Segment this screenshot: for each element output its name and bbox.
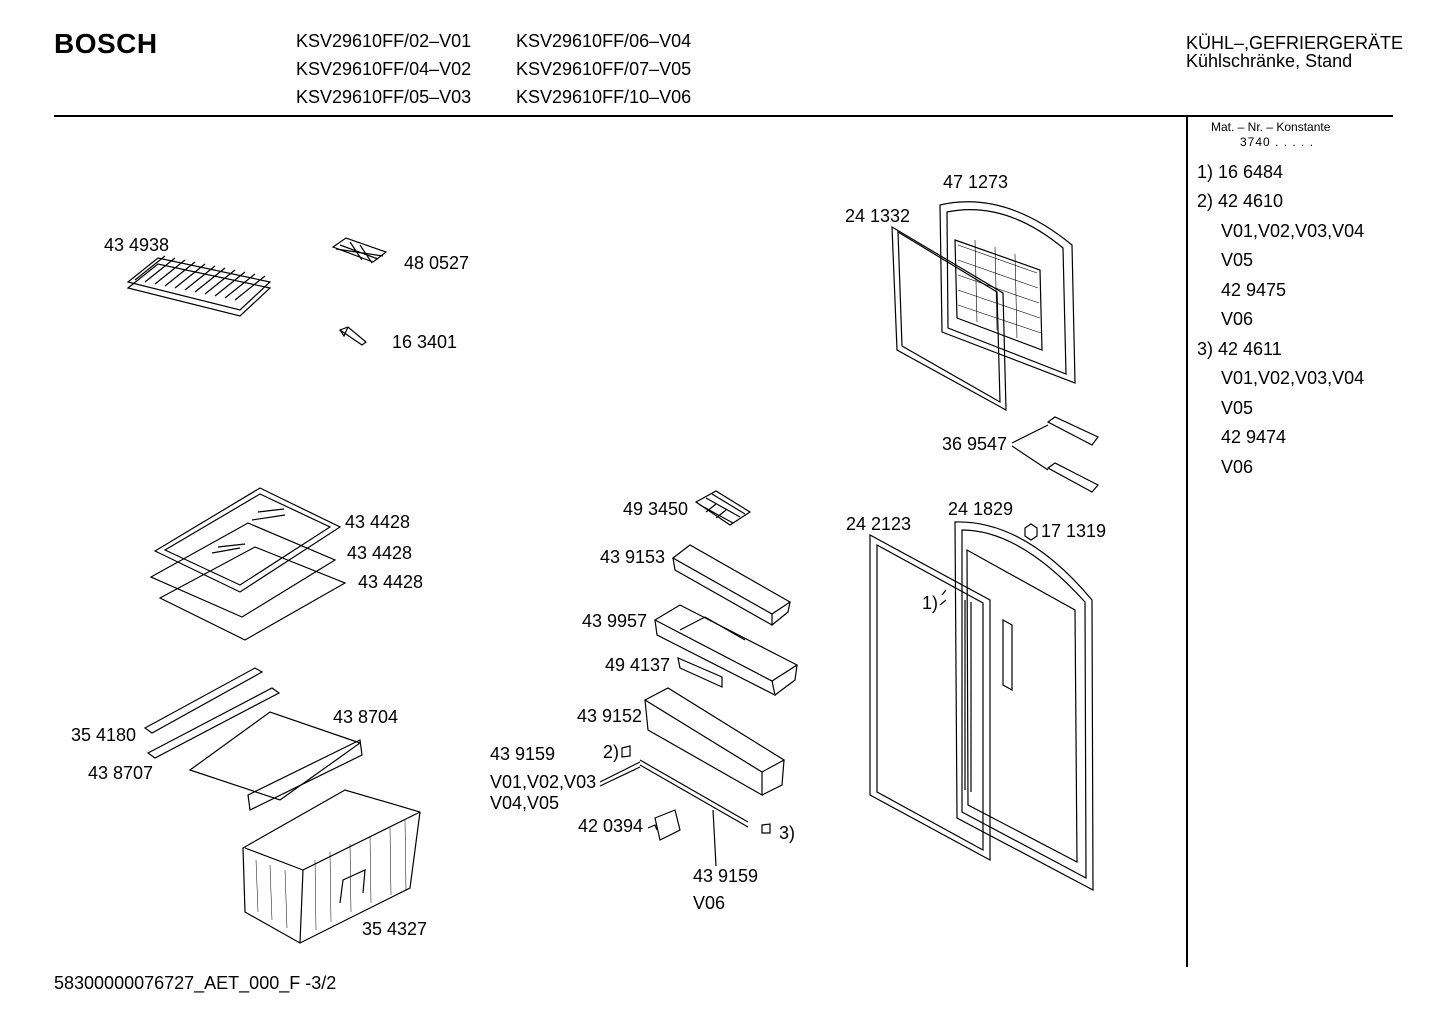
part-label: V04,V05 xyxy=(490,793,560,813)
part-label: 43 4428 xyxy=(347,543,413,563)
crisper-cover-drawing xyxy=(188,711,363,811)
part-label: 3) xyxy=(779,823,796,843)
model-number: KSV29610FF/10–V06 xyxy=(516,87,692,107)
part-label: 49 4137 xyxy=(605,655,671,675)
part-label: V01,V02,V03 xyxy=(490,772,597,792)
sidebar-entry: V01,V02,V03,V04 xyxy=(1221,221,1365,241)
part-label: 17 1319 xyxy=(1041,521,1107,541)
bottle-shelf-drawing xyxy=(671,544,792,627)
part-label: 42 0394 xyxy=(578,816,644,836)
part-label: 43 8704 xyxy=(333,707,399,727)
model-number: KSV29610FF/05–V03 xyxy=(296,87,472,107)
part-label: 43 9152 xyxy=(577,706,643,726)
sidebar-divider xyxy=(1186,117,1188,967)
door-gasket-drawing xyxy=(869,533,991,862)
sidebar-entry: 2) 42 4610 xyxy=(1197,191,1284,211)
part-label: 48 0527 xyxy=(404,253,470,273)
part-label: 43 8707 xyxy=(88,763,154,783)
model-number: KSV29610FF/07–V05 xyxy=(516,59,692,79)
support-rods-drawing xyxy=(599,759,749,867)
bottle-bin-drawing xyxy=(643,687,786,797)
sidebar-entry: 3) 42 4611 xyxy=(1197,339,1282,359)
part-label: 24 2123 xyxy=(846,514,912,534)
sidebar-entry: V01,V02,V03,V04 xyxy=(1221,368,1365,388)
mat-nr-title: Mat. – Nr. – Konstante xyxy=(1211,120,1331,134)
model-number: KSV29610FF/02–V01 xyxy=(296,31,472,51)
part-label: 16 3401 xyxy=(392,332,458,352)
part-label: 43 9159 xyxy=(490,744,556,764)
ice-scraper-drawing xyxy=(338,326,367,346)
label-strip-drawing xyxy=(677,656,723,688)
clip-drawing xyxy=(647,809,681,841)
sidebar-entry: 42 9474 xyxy=(1221,427,1287,447)
glass-shelves-drawing xyxy=(149,487,347,641)
refrigerator-door-drawing xyxy=(954,521,1094,891)
model-number: KSV29610FF/04–V02 xyxy=(296,59,472,79)
document-id: 58300000076727_AET_000_F -3/2 xyxy=(54,973,337,993)
part-label: 35 4327 xyxy=(362,919,428,939)
mat-nr-value: 3740 . . . . . xyxy=(1240,135,1315,149)
part-label: 43 9153 xyxy=(600,547,666,567)
part-label: 49 3450 xyxy=(623,499,689,519)
freezer-door-drawing xyxy=(939,201,1076,384)
sidebar-entry: V06 xyxy=(1221,457,1254,477)
part-label: 43 4428 xyxy=(345,512,411,532)
door-shelf-drawing xyxy=(653,604,799,697)
brand-logo: BOSCH xyxy=(54,28,158,59)
part-label: V06 xyxy=(693,893,726,913)
category-subtitle: Kühlschränke, Stand xyxy=(1186,51,1353,71)
part-label: 24 1332 xyxy=(845,206,911,226)
egg-tray-drawing xyxy=(694,490,752,526)
model-number: KSV29610FF/06–V04 xyxy=(516,31,692,51)
freezer-gasket-drawing xyxy=(891,225,1007,412)
sidebar-entry: 1) 16 6484 xyxy=(1197,162,1284,182)
part-label: 47 1273 xyxy=(943,172,1009,192)
category-title: KÜHL–,GEFRIERGERÄTE xyxy=(1186,33,1404,53)
small-part-3-drawing xyxy=(761,823,771,834)
crisper-box-drawing xyxy=(242,789,421,944)
part-label: 35 4180 xyxy=(71,725,137,745)
cube-part-drawing xyxy=(1024,523,1038,541)
part-label: 36 9547 xyxy=(942,434,1008,454)
sidebar-entry: V05 xyxy=(1221,250,1254,270)
sidebar-entry: 42 9475 xyxy=(1221,280,1287,300)
hinge-part-drawing xyxy=(939,589,947,606)
part-label: 43 9159 xyxy=(693,866,759,886)
part-label: 24 1829 xyxy=(948,499,1014,519)
sidebar-entry: V05 xyxy=(1221,398,1254,418)
small-part-2-drawing xyxy=(621,745,631,758)
part-label: 43 9957 xyxy=(582,611,648,631)
sidebar-entry: V06 xyxy=(1221,309,1254,329)
header-divider xyxy=(54,115,1393,117)
part-label: 2) xyxy=(603,742,620,762)
part-label: 43 4938 xyxy=(104,235,170,255)
part-label: 43 4428 xyxy=(358,572,424,592)
vegetable-strips-drawing xyxy=(143,667,281,759)
door-handles-drawing xyxy=(1011,416,1099,493)
wire-shelf-drawing xyxy=(126,255,272,317)
part-label: 1) xyxy=(922,593,939,613)
ice-tray-drawing xyxy=(331,237,388,264)
